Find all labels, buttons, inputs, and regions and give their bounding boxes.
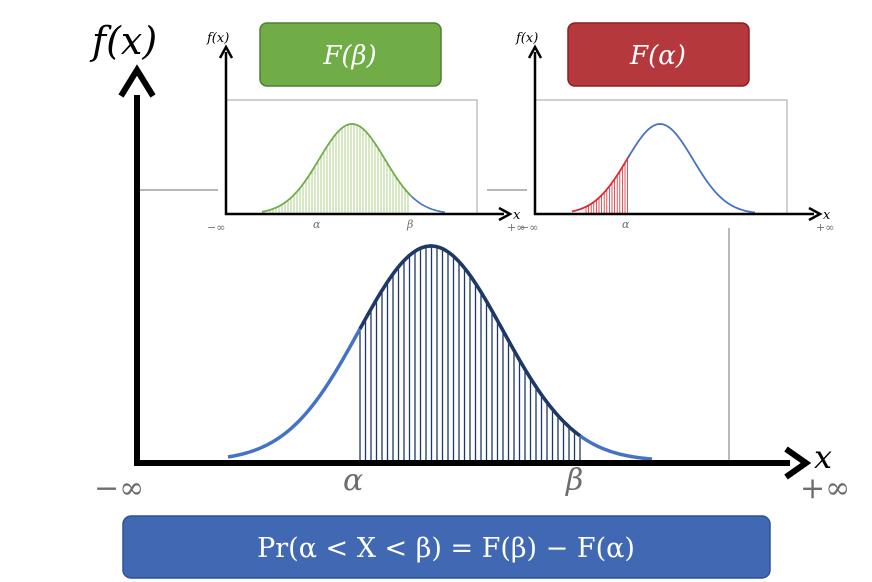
inset-alpha-frame (534, 99, 788, 215)
main-hatch (359, 246, 581, 461)
inset-alpha-x-arrow-icon (808, 206, 823, 222)
main-x-arrow-icon (784, 446, 812, 480)
inset-alpha-curve (627, 123, 756, 214)
inset-alpha-alpha-label: α (622, 218, 630, 231)
inset-beta-frame (225, 99, 478, 215)
main-curve-highlight (358, 244, 582, 438)
main-left-inf: −∞ (94, 471, 144, 506)
inset-alpha-x-label: x (823, 208, 831, 223)
inset-beta-x-arrow-icon (498, 206, 513, 222)
main-curve (227, 244, 653, 461)
inset-beta-left-inf: −∞ (207, 221, 225, 234)
badge-f-beta-label: F(β) (322, 41, 376, 71)
inset-alpha-y-label: f(x) (515, 31, 538, 46)
badge-f-alpha-label: F(α) (629, 41, 686, 71)
inset-beta-right-inf: +∞ (507, 221, 525, 234)
inset-beta-alpha-label: α (313, 218, 321, 231)
main-right-inf: +∞ (800, 471, 850, 506)
formula-box: Pr(α < X < β) = F(β) − F(α) (122, 515, 771, 579)
main-y-label: f(x) (89, 19, 157, 63)
inset-beta-beta-label: β (406, 218, 413, 231)
inset-beta-hatch (269, 124, 409, 214)
badge-f-beta (259, 22, 442, 87)
main-alpha-label: α (343, 463, 363, 498)
inset-alpha-y-arrow-icon (527, 44, 543, 59)
inset-beta-x-label: x (513, 208, 521, 223)
main-x-label: x (814, 438, 832, 476)
main-beta-label: β (565, 463, 583, 498)
badge-f-alpha (567, 22, 750, 87)
inset-alpha-curve-red (571, 153, 631, 213)
formula-text: Pr(α < X < β) = F(β) − F(α) (257, 533, 635, 564)
main-plot: f(x) x −∞ +∞ α β (89, 19, 850, 506)
inset-alpha-hatch (585, 158, 628, 214)
inset-beta-y-arrow-icon (218, 44, 234, 59)
inset-beta-y-label: f(x) (206, 31, 229, 46)
inset-beta-curve (261, 123, 413, 213)
inset-beta: f(x) x −∞ +∞ α β F(β) (206, 22, 525, 234)
inset-alpha-right-inf: +∞ (816, 221, 834, 234)
formula-box-bg (122, 515, 771, 579)
main-y-arrow-icon (118, 64, 156, 98)
inset-alpha-left-inf: −∞ (520, 221, 538, 234)
inset-alpha: f(x) x −∞ +∞ α F(α) (515, 22, 834, 234)
